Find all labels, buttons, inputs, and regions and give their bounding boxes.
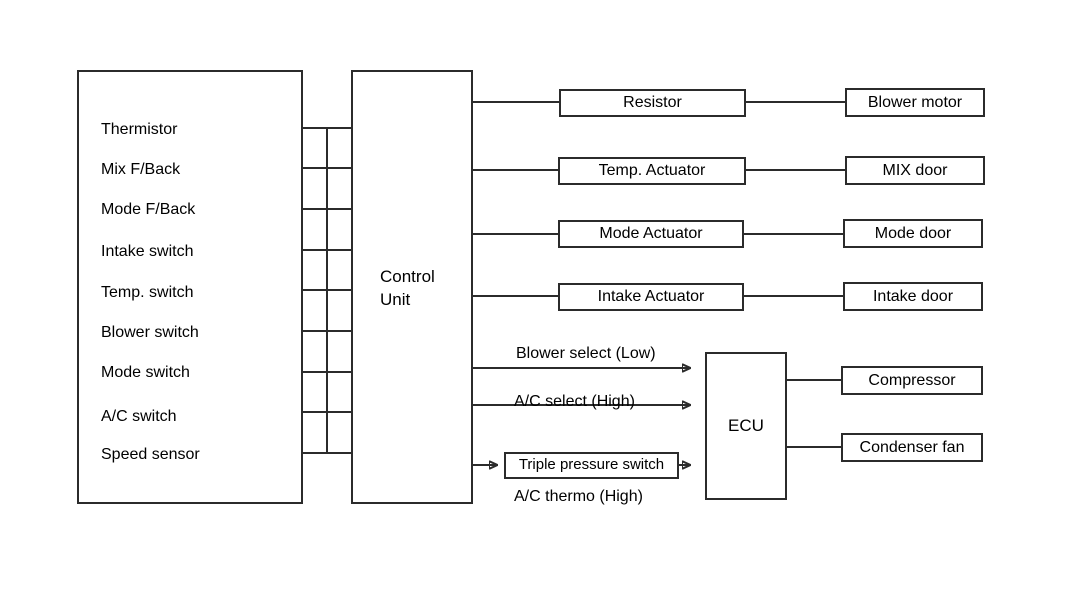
control-unit-box — [351, 70, 473, 504]
control-unit-label: Control Unit — [380, 267, 435, 309]
signal-label-ac-select: A/C select (High) — [514, 393, 635, 410]
sensor-item-speed-sensor: Speed sensor — [101, 446, 200, 463]
device-box-mix-door: MIX door — [845, 156, 985, 185]
triple-pressure-switch-box: Triple pressure switch — [504, 452, 679, 479]
signal-label-ac-thermo: A/C thermo (High) — [514, 488, 643, 505]
sensor-item-ac-switch: A/C switch — [101, 408, 177, 425]
ecu-box: ECU — [705, 352, 787, 500]
sensor-item-mode-feedback: Mode F/Back — [101, 201, 196, 218]
sensor-item-blower-switch: Blower switch — [101, 324, 199, 341]
actuator-box-mode-actuator: Mode Actuator — [558, 220, 744, 248]
sensor-item-mix-feedback: Mix F/Back — [101, 161, 181, 178]
sensor-item-temp-switch: Temp. switch — [101, 284, 194, 301]
actuator-box-resistor: Resistor — [559, 89, 746, 117]
sensor-item-thermistor: Thermistor — [101, 121, 178, 138]
output-box-condenser-fan: Condenser fan — [841, 433, 983, 462]
sensor-input-block — [77, 70, 303, 504]
sensor-item-intake-switch: Intake switch — [101, 243, 194, 260]
device-box-mode-door: Mode door — [843, 219, 983, 248]
actuator-box-intake-actuator: Intake Actuator — [558, 283, 744, 311]
actuator-box-temp-actuator: Temp. Actuator — [558, 157, 746, 185]
device-box-intake-door: Intake door — [843, 282, 983, 311]
device-box-blower-motor: Blower motor — [845, 88, 985, 117]
output-box-compressor: Compressor — [841, 366, 983, 395]
sensor-item-mode-switch: Mode switch — [101, 364, 190, 381]
signal-label-blower-select: Blower select (Low) — [516, 345, 656, 362]
